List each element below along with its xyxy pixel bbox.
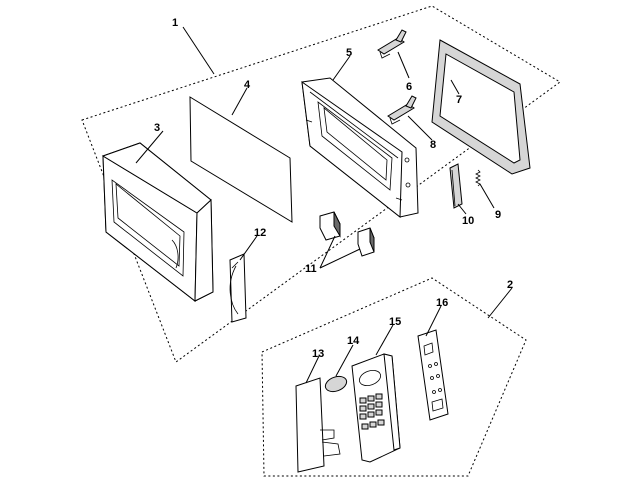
callout-16: 16	[436, 297, 448, 309]
callout-8: 8	[430, 139, 436, 151]
door-cover-part	[229, 253, 247, 323]
callout-7: 7	[456, 94, 462, 106]
control-film-part	[295, 377, 341, 473]
inner-door-frame-part	[301, 77, 419, 219]
spring-part	[475, 169, 481, 187]
display-window-part	[324, 375, 348, 393]
group-2-boundary	[261, 277, 527, 477]
callout-1: 1	[172, 17, 178, 29]
callout-12: 12	[254, 227, 266, 239]
callout-15: 15	[389, 316, 401, 328]
door-frame-part	[101, 142, 214, 303]
lower-hinge-part	[387, 95, 417, 125]
callout-4: 4	[244, 79, 251, 91]
callout-14: 14	[347, 335, 360, 347]
stopper-blocks-part	[319, 211, 375, 257]
glass-panel-part	[189, 96, 293, 223]
callout-2: 2	[507, 279, 513, 291]
callout-11: 11	[305, 263, 317, 275]
callout-6: 6	[406, 81, 412, 93]
callout-3: 3	[154, 122, 160, 134]
control-board-part	[417, 329, 449, 421]
leader-lines	[135, 26, 513, 384]
callout-10: 10	[462, 215, 474, 227]
callout-13: 13	[312, 348, 324, 360]
callout-9: 9	[495, 209, 501, 221]
door-choke-part	[431, 39, 531, 175]
control-panel-housing-part	[351, 353, 401, 463]
latch-lever-part	[449, 163, 463, 209]
upper-hinge-part	[377, 29, 407, 59]
callout-5: 5	[346, 47, 352, 59]
